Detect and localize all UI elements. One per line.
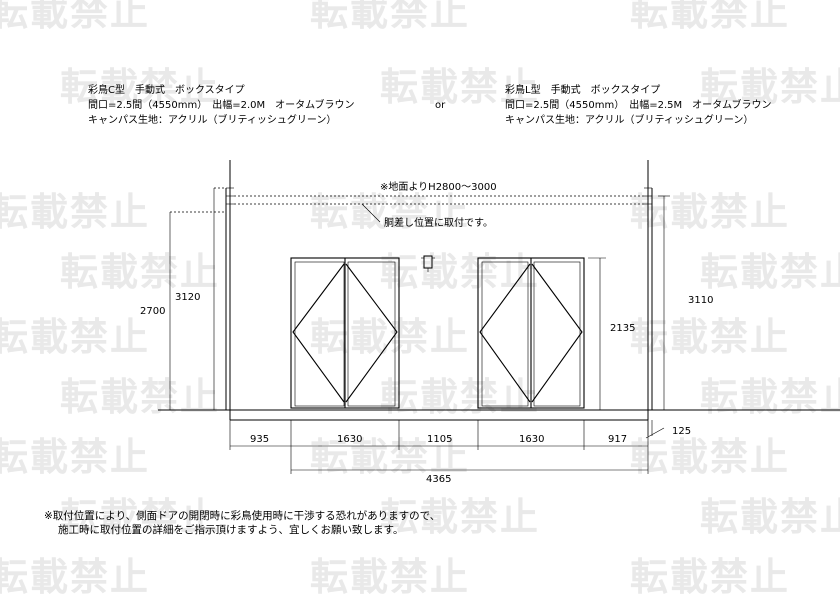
spec-right-line3: キャンパス生地：アクリル（ブリティッシュグリーン） xyxy=(505,113,753,126)
watermark-text: 転載禁止 xyxy=(630,190,790,234)
door-pair-left xyxy=(290,257,400,409)
spec-left-line1: 彩鳥C型 手動式 ボックスタイプ xyxy=(88,83,245,96)
watermark-text: 転載禁止 xyxy=(0,435,150,479)
watermark-text: 転載禁止 xyxy=(310,190,470,234)
watermark-text: 転載禁止 xyxy=(310,555,470,594)
dim-chain-2: 1630 xyxy=(337,434,362,445)
spec-right-line1: 彩鳥L型 手動式 ボックスタイプ xyxy=(505,83,660,96)
spec-right-line2: 間口=2.5間（4550mm） 出幅=2.5M オータムブラウン xyxy=(505,98,772,111)
watermark-text: 転載禁止 xyxy=(630,435,790,479)
watermark-text: 転載禁止 xyxy=(380,250,540,294)
dim-right-wall: 3110 xyxy=(688,295,713,306)
watermark-text: 転載禁止 xyxy=(700,65,840,109)
watermark-text: 転載禁止 xyxy=(0,555,150,594)
left-dimensions xyxy=(169,187,226,410)
bottom-dimension-chain xyxy=(229,420,649,474)
height-note: ※地面よりH2800～3000 xyxy=(380,180,497,193)
watermark-text: 転載禁止 xyxy=(380,375,540,419)
watermark-text: 転載禁止 xyxy=(310,435,470,479)
dim-left-inner: 3120 xyxy=(175,292,200,303)
right-wall-dimension xyxy=(658,195,670,410)
watermark-text: 転載禁止 xyxy=(700,250,840,294)
dim-overall: 4365 xyxy=(426,474,451,485)
dim-door-height: 2135 xyxy=(610,323,635,334)
dim-left-outer: 2700 xyxy=(140,306,165,317)
watermark-text: 転載禁止 xyxy=(310,315,470,359)
watermark-text: 転載禁止 xyxy=(700,495,840,539)
watermark-text: 転載禁止 xyxy=(380,65,540,109)
right-wall xyxy=(644,160,653,420)
spec-left-line3: キャンパス生地：アクリル（ブリティッシュグリーン） xyxy=(88,113,336,126)
spec-right: 彩鳥L型 手動式 ボックスタイプ 間口=2.5間（4550mm） 出幅=2.5M… xyxy=(505,83,772,126)
watermark-text: 転載禁止 xyxy=(60,375,220,419)
door-height-dimension xyxy=(588,257,606,410)
dim-chain-3: 1105 xyxy=(427,434,452,445)
left-wall xyxy=(225,160,234,420)
mount-leader xyxy=(361,203,381,223)
wall-lamp-icon xyxy=(421,255,435,272)
watermark-text: 転載禁止 xyxy=(60,250,220,294)
watermark-text: 転載禁止 xyxy=(700,375,840,419)
watermark-text: 転載禁止 xyxy=(310,0,470,34)
dim-chain-5: 917 xyxy=(608,434,627,445)
dim-corner: 125 xyxy=(672,426,691,437)
watermark-text: 転載禁止 xyxy=(0,0,150,34)
footer-note-line1: ※取付位置により、側面ドアの開閉時に彩鳥使用時に干渉する恐れがありますので、 xyxy=(44,509,440,522)
dim-chain-1: 935 xyxy=(250,434,269,445)
footer-note-line2: 施工時に取付位置の詳細をご指示頂けますよう、宜しくお願い致します。 xyxy=(58,523,403,536)
watermark-text: 転載禁止 xyxy=(630,0,790,34)
watermark-text: 転載禁止 xyxy=(630,555,790,594)
watermark-text: 転載禁止 xyxy=(0,315,150,359)
spec-left-line2: 間口=2.5間（4550mm） 出幅=2.0M オータムブラウン xyxy=(88,98,355,111)
watermark-text: 転載禁止 xyxy=(60,495,220,539)
mount-note: 胴差し位置に取付です。 xyxy=(384,216,493,229)
watermark-text: 転載禁止 xyxy=(60,65,220,109)
door-pair-right xyxy=(477,257,585,409)
watermark-text: 転載禁止 xyxy=(630,315,790,359)
or-separator: or xyxy=(435,100,446,111)
watermark-text: 転載禁止 xyxy=(0,190,150,234)
spec-left: 彩鳥C型 手動式 ボックスタイプ 間口=2.5間（4550mm） 出幅=2.0M… xyxy=(88,83,355,126)
watermark-text: 転載禁止 xyxy=(380,495,540,539)
dim-chain-4: 1630 xyxy=(519,434,544,445)
